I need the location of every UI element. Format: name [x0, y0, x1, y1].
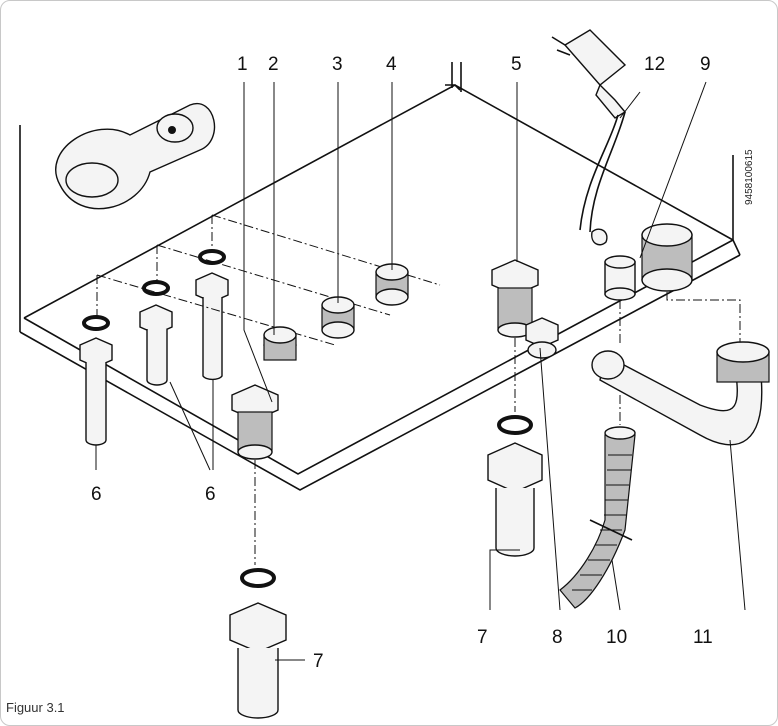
- callout-9: 9: [700, 54, 711, 75]
- callout-6-left: 6: [91, 484, 102, 505]
- callout-1: 1: [237, 54, 248, 75]
- wrench-tool: [55, 102, 216, 210]
- hose-10: [559, 395, 636, 609]
- callout-10: 10: [606, 627, 627, 648]
- callout-3: 3: [332, 54, 343, 75]
- callout-7-left: 7: [313, 651, 324, 672]
- leader-lines: [95, 81, 746, 661]
- outlet-9: [604, 223, 741, 345]
- callout-4: 4: [386, 54, 397, 75]
- pipe-7-left: [229, 568, 287, 719]
- connector-5: [491, 259, 539, 412]
- connector-1-gas: [231, 384, 279, 565]
- mains-plug-cable: [551, 29, 627, 246]
- figure-caption: Figuur 3.1: [6, 700, 65, 715]
- callout-2: 2: [268, 54, 279, 75]
- callout-11: 11: [693, 627, 713, 648]
- callout-8: 8: [552, 627, 563, 648]
- connector-4: [375, 263, 409, 306]
- document-number: 9458100615: [744, 149, 755, 205]
- pipe-left-2: [139, 245, 173, 386]
- callout-labels: 1 2 3 4 5 6 6 7 7 8 9 10 11 12: [91, 54, 713, 672]
- pipe-left-3: [195, 215, 229, 381]
- connector-2: [263, 326, 297, 361]
- callout-12: 12: [644, 54, 665, 75]
- pipe-left-1: [79, 275, 113, 446]
- siphon-11: [591, 341, 770, 446]
- callout-7-right: 7: [477, 627, 488, 648]
- boiler-base-plate: [19, 62, 741, 491]
- callout-5: 5: [511, 54, 522, 75]
- pipe-7-right: [487, 415, 543, 557]
- callout-6-middle: 6: [205, 484, 216, 505]
- connector-8: [525, 317, 559, 359]
- connector-3: [321, 296, 355, 339]
